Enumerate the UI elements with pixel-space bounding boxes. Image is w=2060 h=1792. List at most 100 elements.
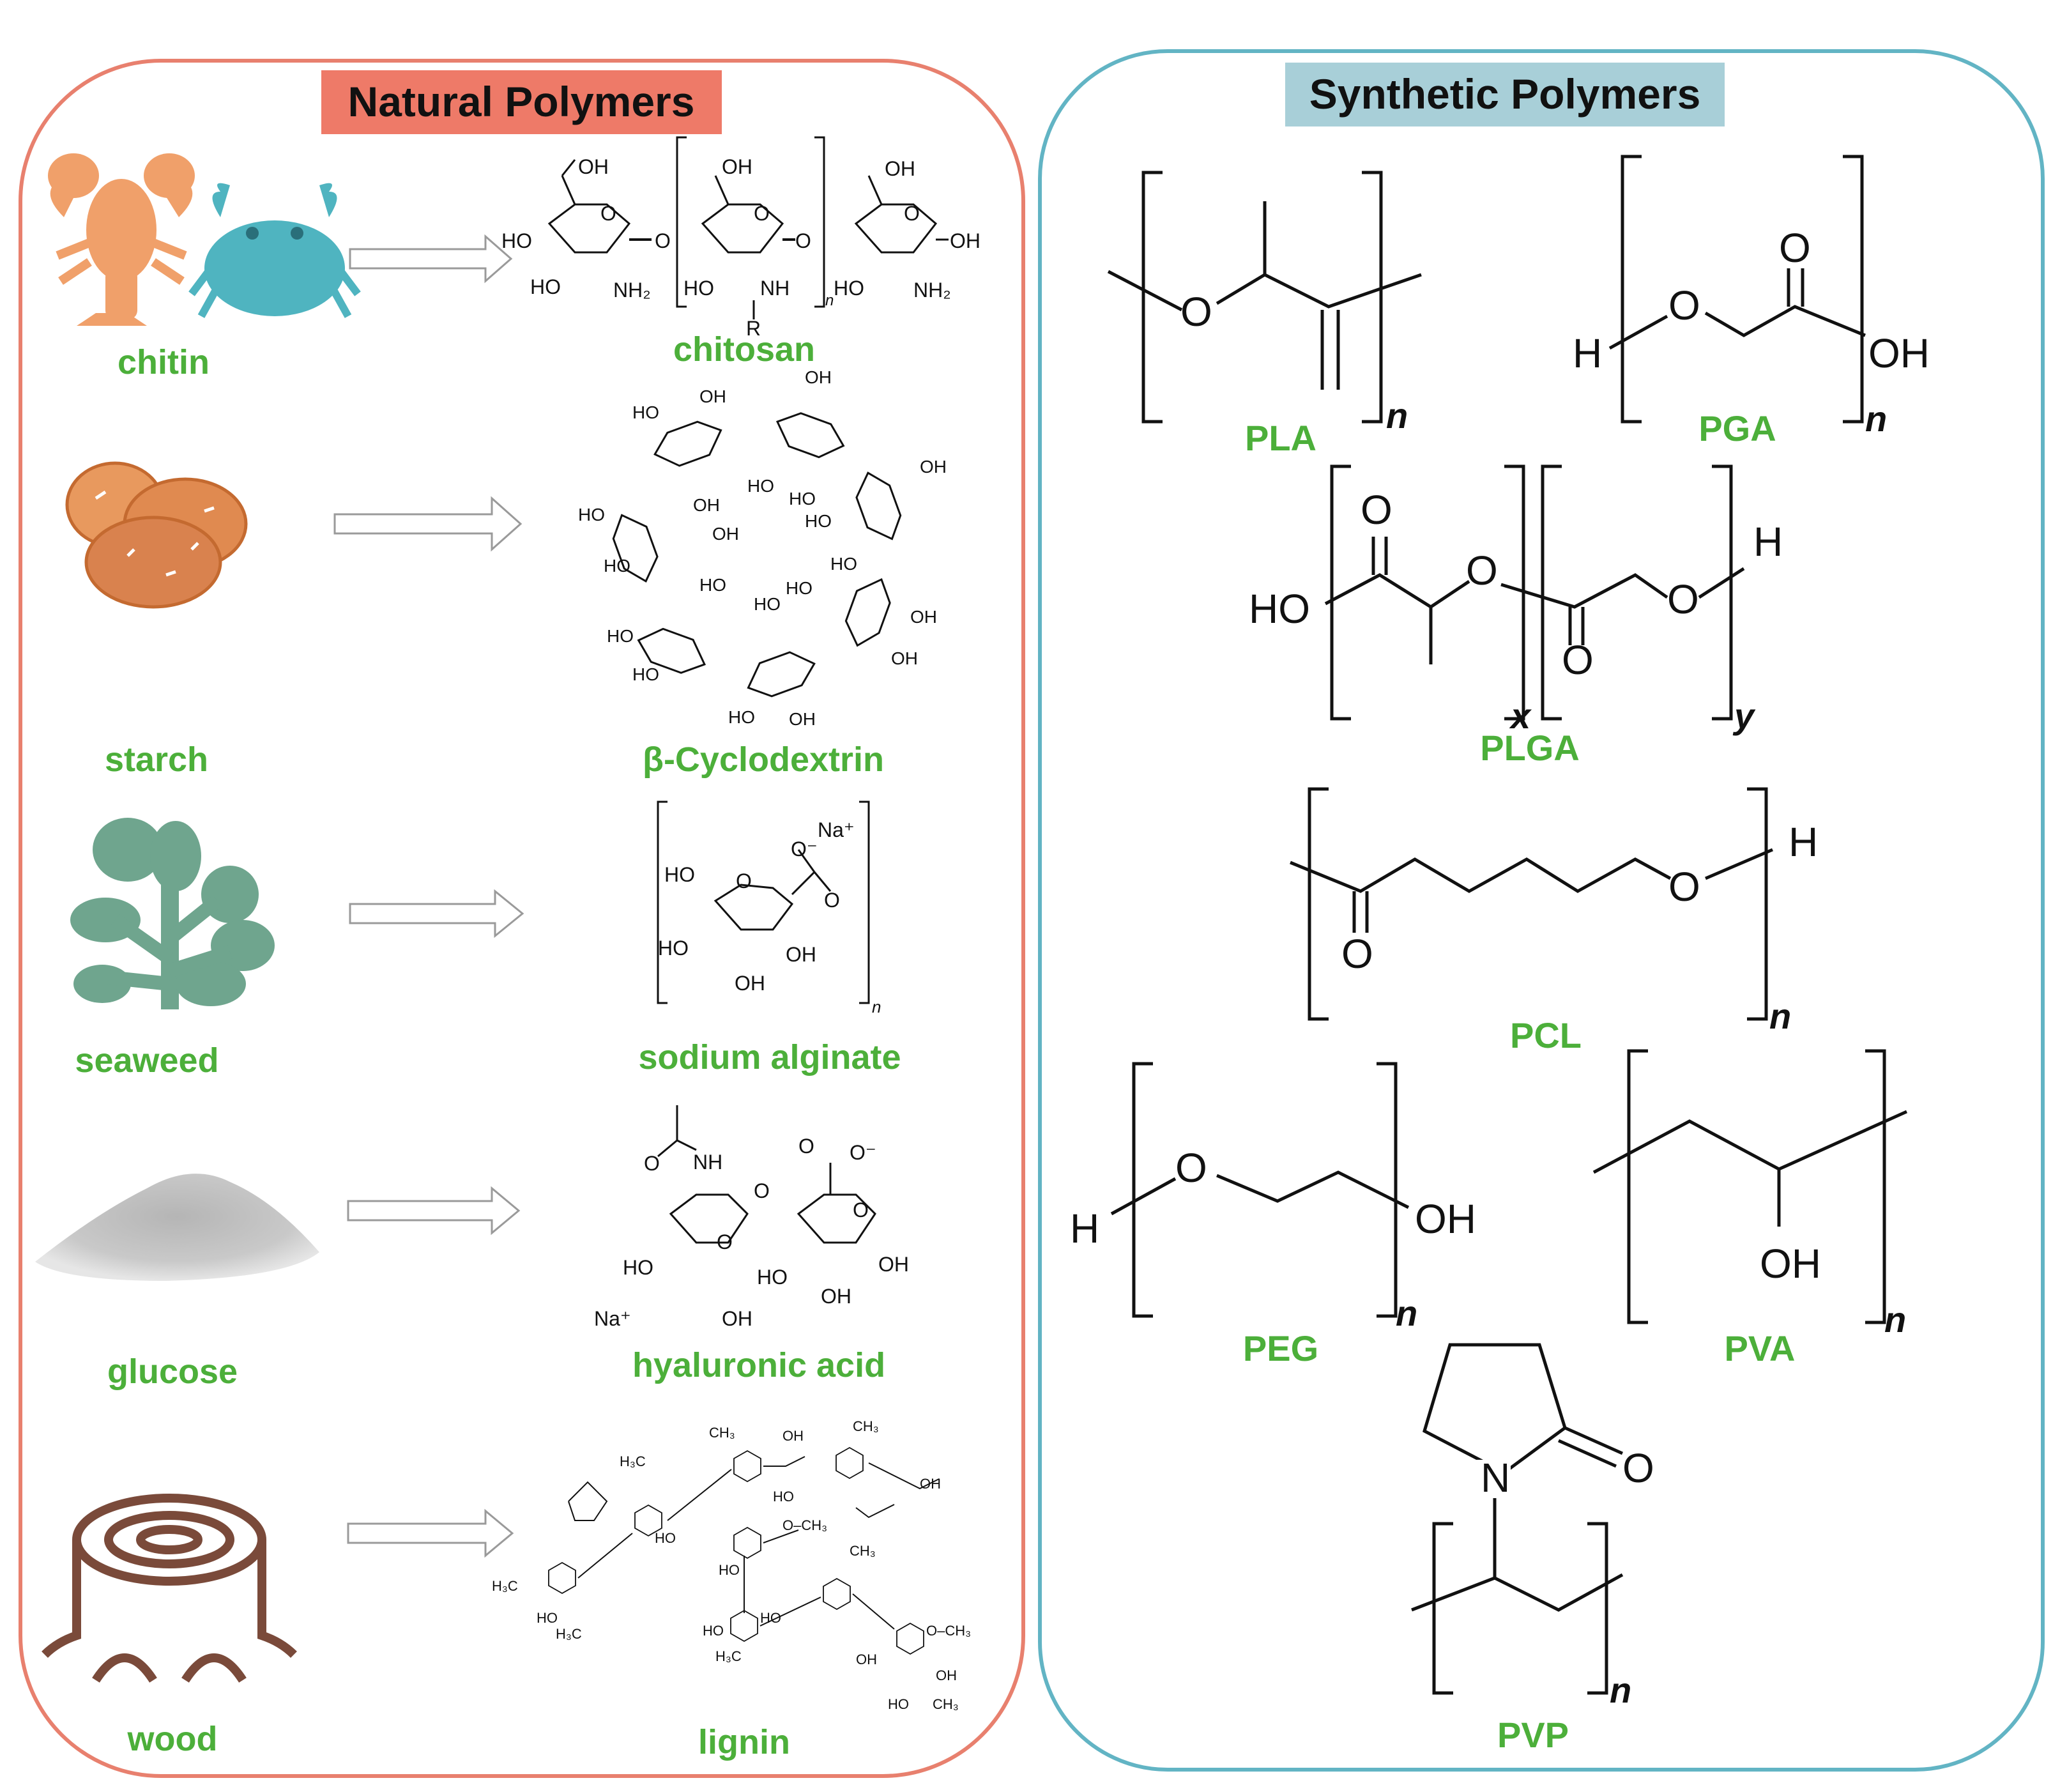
- svg-text:O: O: [1668, 282, 1700, 328]
- svg-text:O: O: [1668, 864, 1700, 910]
- svg-text:HO: HO: [699, 575, 726, 595]
- peg-structure: H O OH n: [1070, 1062, 1476, 1333]
- svg-text:HO: HO: [760, 1610, 781, 1626]
- svg-text:O: O: [904, 202, 920, 225]
- svg-text:O: O: [736, 869, 752, 892]
- svg-text:OH: OH: [821, 1285, 851, 1308]
- svg-text:HO: HO: [632, 402, 659, 422]
- svg-text:H₃C: H₃C: [556, 1626, 582, 1642]
- sodium-alginate-structure: n O O⁻ Na⁺ O HO HO OH OH: [657, 800, 881, 1016]
- svg-text:NH: NH: [693, 1151, 722, 1174]
- lobster-icon: [48, 153, 195, 326]
- svg-text:OH: OH: [578, 155, 609, 178]
- label-beta-cyclodextrin: β-Cyclodextrin: [643, 740, 884, 779]
- svg-text:HO: HO: [747, 476, 774, 496]
- svg-text:HO: HO: [773, 1489, 794, 1505]
- plga-structure: HO O O O O H x y: [1249, 464, 1783, 736]
- svg-text:CH₃: CH₃: [933, 1696, 959, 1712]
- svg-text:O: O: [1361, 487, 1392, 533]
- natural-polymers-panel: Natural Polymers: [19, 59, 1025, 1778]
- svg-text:O: O: [824, 889, 840, 912]
- svg-text:n: n: [1610, 1670, 1631, 1710]
- svg-text:n: n: [1884, 1299, 1906, 1340]
- lignin-structure: CH₃ OH CH₃ OH H₃C HO O–CH₃ HO HO CH₃ H₃C…: [492, 1418, 971, 1712]
- svg-text:n: n: [1769, 996, 1791, 1036]
- pga-structure: H O O OH n: [1573, 155, 1930, 439]
- svg-text:HO: HO: [805, 511, 832, 531]
- svg-text:OH: OH: [891, 648, 918, 668]
- pvp-structure: N O n: [1411, 1343, 1654, 1710]
- pcl-structure: O O H n: [1290, 787, 1818, 1036]
- svg-text:H₃C: H₃C: [620, 1453, 646, 1469]
- svg-text:HO: HO: [530, 275, 561, 298]
- label-pcl: PCL: [1510, 1015, 1582, 1055]
- svg-text:HO: HO: [834, 277, 864, 300]
- svg-text:NH: NH: [760, 277, 790, 300]
- row-glucose: glucose O NH O O O O O⁻ HO OH Na⁺ HO: [35, 1105, 909, 1391]
- svg-text:OH: OH: [693, 495, 720, 515]
- label-hyaluronic-acid: hyaluronic acid: [632, 1346, 885, 1384]
- svg-text:H: H: [1789, 819, 1818, 865]
- svg-text:Na⁺: Na⁺: [594, 1307, 631, 1330]
- svg-text:O: O: [1667, 576, 1699, 622]
- svg-text:OH: OH: [789, 709, 816, 729]
- label-chitosan: chitosan: [673, 330, 815, 369]
- svg-text:HO: HO: [1249, 586, 1310, 632]
- svg-text:OH: OH: [950, 229, 980, 252]
- label-seaweed: seaweed: [75, 1041, 218, 1080]
- synthetic-title: Synthetic Polymers: [1309, 70, 1701, 118]
- svg-text:O⁻: O⁻: [850, 1141, 876, 1164]
- label-lignin: lignin: [698, 1723, 790, 1761]
- svg-text:OH: OH: [786, 943, 816, 966]
- label-chitin: chitin: [118, 343, 210, 381]
- svg-text:HO: HO: [632, 664, 659, 684]
- row-chitin: chitin OH O HO HO NH₂ O n: [48, 136, 980, 381]
- svg-text:HO: HO: [501, 229, 532, 252]
- potato-icon: [65, 461, 248, 609]
- svg-text:OH: OH: [735, 972, 765, 995]
- svg-text:O: O: [754, 202, 770, 225]
- svg-text:HO: HO: [757, 1266, 788, 1289]
- svg-text:OH: OH: [885, 157, 915, 180]
- svg-text:CH₃: CH₃: [853, 1418, 879, 1434]
- arrow-glucose: [347, 1186, 521, 1236]
- svg-text:NH₂: NH₂: [913, 279, 951, 302]
- svg-text:OH: OH: [1760, 1241, 1821, 1287]
- svg-text:HO: HO: [537, 1610, 558, 1626]
- svg-text:n: n: [1386, 395, 1408, 436]
- svg-text:OH: OH: [936, 1667, 957, 1683]
- svg-text:n: n: [1865, 399, 1887, 439]
- row-wood: wood CH₃ OH CH₃ OH H₃C HO O–CH: [42, 1418, 971, 1761]
- svg-text:n: n: [872, 997, 881, 1016]
- svg-text:OH: OH: [1415, 1196, 1476, 1242]
- synthetic-polymers-panel: Synthetic Polymers O n PLA H O O OH: [1038, 49, 2045, 1772]
- svg-text:R: R: [746, 317, 761, 340]
- svg-text:H: H: [1753, 519, 1783, 565]
- svg-text:HO: HO: [754, 594, 781, 614]
- hyaluronic-acid-structure: O NH O O O O O⁻ HO OH Na⁺ HO OH OH: [594, 1105, 909, 1330]
- label-pga: PGA: [1698, 408, 1776, 448]
- natural-title-box: [321, 70, 722, 134]
- svg-text:O: O: [655, 229, 671, 252]
- svg-text:HO: HO: [607, 626, 634, 646]
- svg-text:OH: OH: [856, 1651, 877, 1667]
- label-glucose: glucose: [107, 1352, 238, 1391]
- arrow-seaweed: [349, 889, 524, 938]
- svg-text:O: O: [717, 1230, 733, 1253]
- crab-icon: [188, 183, 361, 318]
- svg-text:H: H: [1573, 330, 1602, 376]
- svg-text:OH: OH: [805, 367, 832, 387]
- arrow-wood: [347, 1508, 514, 1558]
- svg-text:O⁻: O⁻: [791, 838, 818, 861]
- svg-text:O: O: [644, 1152, 660, 1175]
- label-pvp: PVP: [1497, 1715, 1569, 1755]
- svg-text:OH: OH: [878, 1253, 909, 1276]
- svg-text:HO: HO: [703, 1623, 724, 1639]
- svg-text:HO: HO: [830, 554, 857, 574]
- svg-text:Na⁺: Na⁺: [818, 818, 855, 841]
- cyclodextrin-structure: HO OH OH OH HO HO OH HO HO OH HO HO HO H…: [578, 367, 947, 729]
- svg-text:OH: OH: [712, 524, 739, 544]
- svg-text:NH₂: NH₂: [613, 279, 651, 302]
- svg-text:OH: OH: [722, 155, 752, 178]
